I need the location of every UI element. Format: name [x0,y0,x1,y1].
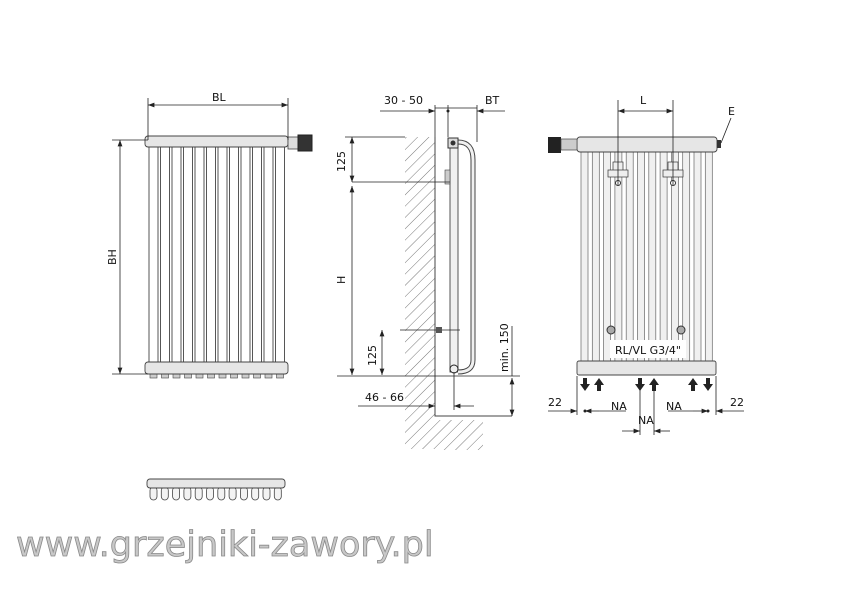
front-tube [206,135,216,379]
front-tube [171,135,182,379]
arrow-up-icon [594,378,604,391]
bracket-screw-icon [676,325,686,335]
floor-clearance-label: min. 150 [498,323,511,372]
front-tube [252,135,262,379]
radiator-column [449,139,459,373]
front-view: BL BH [106,91,313,379]
vent-icon [717,140,721,148]
top-offset-label: 125 [335,151,348,172]
arrow-down-icon [580,378,590,391]
front-tube [183,135,193,379]
rear-tube [704,151,713,362]
side-view: 30 - 50 BT 125 H 125 min. 150 46 - 66 [335,94,520,450]
top-view-tube [194,486,203,501]
rear-bottom-header [576,360,717,376]
front-tubes [148,135,285,379]
vent-label: E [728,105,735,118]
front-tube [148,135,159,379]
na-right-label: NA [666,400,682,413]
front-tube [160,135,170,379]
front-tube [275,135,285,379]
arrow-down-icon [703,378,713,391]
rear-tubes [580,151,713,362]
top-view-tube [149,486,158,501]
watermark: www.grzejniki-zawory.pl [16,525,434,565]
flow-arrows [580,378,713,391]
arrow-up-icon [649,378,659,391]
top-view-tube [206,486,214,501]
top-view-tube [273,486,282,501]
right-margin-label: 22 [730,396,744,409]
top-view-tube [262,486,271,501]
front-bottom-header [144,361,289,375]
top-view-tube [183,486,192,501]
rear-tube [625,151,634,362]
rear-tube [591,151,600,362]
front-tube [263,135,274,379]
top-view-tube [160,486,169,501]
connection-label: RL/VL G3/4" [615,344,681,357]
bl-label: BL [212,91,227,104]
top-view-tube [172,486,181,501]
rear-view: RL/VL G3/4" L E 22 22 NA NA NA [548,94,744,435]
top-view-tube [217,486,226,501]
arrow-up-icon [688,378,698,391]
height-label: H [335,276,348,284]
wall-distance-label: 30 - 50 [384,94,423,107]
valve-icon [287,134,313,152]
rear-tube [648,151,657,362]
front-tube [194,135,205,379]
connection-spacing-label: L [640,94,647,107]
thermostat-valve-icon [548,137,578,153]
bracket-screw-icon [606,325,616,335]
front-tube [217,135,228,379]
top-view-tube [228,486,237,501]
arrow-down-icon [635,378,645,391]
front-top-header [144,135,289,148]
left-margin-label: 22 [548,396,562,409]
top-view-header [146,478,286,489]
na-center-label: NA [638,414,654,427]
na-left-label: NA [611,400,627,413]
pipe-distance-label: 46 - 66 [365,391,404,404]
front-tube [240,135,251,379]
top-view-tube [251,486,260,501]
rear-tube [580,151,589,362]
rear-tube [659,151,668,362]
top-view-tube [239,486,248,501]
bottom-offset-label: 125 [366,345,379,366]
rear-tube [637,151,645,362]
top-view [146,478,286,501]
depth-label: BT [485,94,500,107]
rear-top-header [576,136,718,153]
front-tube [229,135,239,379]
bh-label: BH [106,249,119,265]
wall-hatch [405,137,435,449]
top-tubes [149,486,282,501]
rear-tube [693,151,702,362]
